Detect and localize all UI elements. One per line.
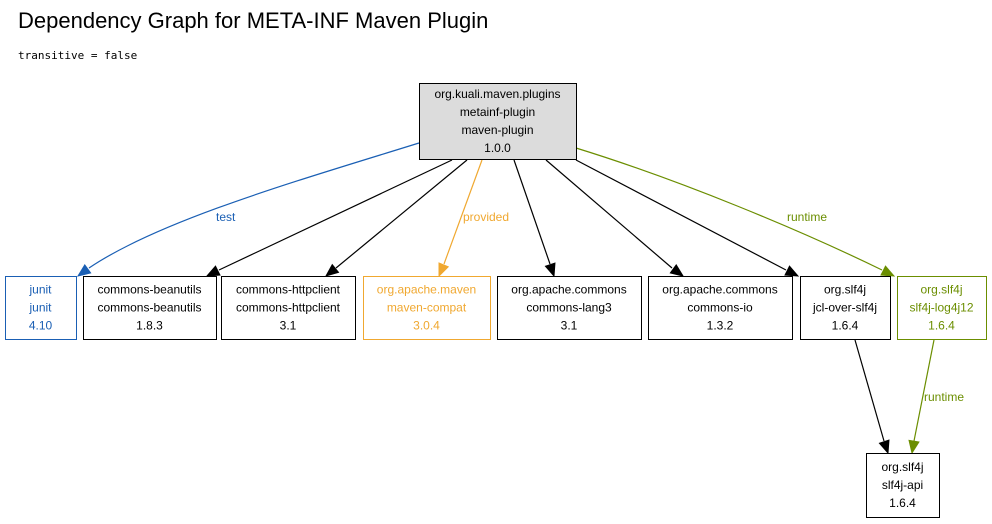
node-httpclient: commons-httpclient commons-httpclient 3.1 <box>221 276 356 340</box>
edge-label: runtime <box>924 390 964 404</box>
node-jcl: org.slf4j jcl-over-slf4j 1.6.4 <box>800 276 891 340</box>
edge-line <box>575 147 883 271</box>
edge-label: provided <box>463 210 509 224</box>
node-label-line: maven-compat <box>387 301 467 315</box>
node-label-line: 1.6.4 <box>832 319 859 333</box>
edge-label: runtime <box>787 210 827 224</box>
edge-root-to-commons-io <box>545 159 685 277</box>
edge-root-to-jcl <box>575 159 800 277</box>
diagram-title: Dependency Graph for META-INF Maven Plug… <box>18 8 489 33</box>
node-box <box>363 276 491 340</box>
node-label-line: org.apache.commons <box>662 283 777 297</box>
edge-jcl-to-slf4j-api <box>854 339 890 455</box>
node-label-line: 3.0.4 <box>413 319 440 333</box>
arrowhead <box>878 439 890 455</box>
edge-root-to-junit: test <box>76 142 420 277</box>
arrowhead <box>544 262 556 278</box>
edge-root-to-log4j12: runtime <box>575 147 896 277</box>
node-junit: junit junit 4.10 <box>5 276 77 340</box>
node-label-line: 1.8.3 <box>136 319 163 333</box>
edges-layer: test provided runtime runtime <box>76 142 964 455</box>
node-maven-compat: org.apache.maven maven-compat 3.0.4 <box>363 276 491 340</box>
edge-root-to-maven-compat: provided <box>438 159 509 278</box>
node-label-line: org.slf4j <box>881 460 923 474</box>
node-label-line: org.slf4j <box>824 283 866 297</box>
node-label-line: slf4j-api <box>882 478 923 492</box>
node-box <box>800 276 891 340</box>
arrowhead <box>669 263 685 277</box>
node-label-line: commons-lang3 <box>526 301 612 315</box>
arrowhead <box>205 265 221 277</box>
node-commons-io: org.apache.commons commons-io 1.3.2 <box>648 276 793 340</box>
edge-root-to-beanutils <box>205 159 453 277</box>
node-label-line: jcl-over-slf4j <box>812 301 877 315</box>
node-box <box>419 83 577 160</box>
edge-line <box>513 159 551 265</box>
edge-root-to-httpclient <box>324 159 468 277</box>
nodes-layer: org.kuali.maven.plugins metainf-plugin mav… <box>5 83 987 518</box>
node-label-line: org.kuali.maven.plugins <box>434 87 560 101</box>
node-box <box>221 276 356 340</box>
node-label-line: 3.1 <box>280 319 297 333</box>
node-label-line: 1.6.4 <box>928 319 955 333</box>
node-box <box>5 276 77 340</box>
node-slf4j-api: org.slf4j slf4j-api 1.6.4 <box>866 453 940 518</box>
edge-line <box>545 159 673 269</box>
node-label-line: junit <box>28 301 52 315</box>
node-label-line: commons-beanutils <box>97 283 201 297</box>
arrowhead <box>438 262 450 278</box>
edge-root-to-lang3 <box>513 159 556 278</box>
edge-line <box>854 339 885 442</box>
node-label-line: 3.1 <box>561 319 578 333</box>
node-log4j12: org.slf4j slf4j-log4j12 1.6.4 <box>897 276 987 340</box>
node-box <box>497 276 642 340</box>
arrowhead <box>908 439 920 455</box>
node-label-line: 1.6.4 <box>889 496 916 510</box>
node-label-line: junit <box>28 283 52 297</box>
node-label-line: slf4j-log4j12 <box>909 301 973 315</box>
node-label-line: commons-beanutils <box>97 301 201 315</box>
node-label-line: 4.10 <box>29 319 53 333</box>
node-lang3: org.apache.commons commons-lang3 3.1 <box>497 276 642 340</box>
node-label-line: metainf-plugin <box>460 105 535 119</box>
diagram-subtitle: transitive = false <box>18 49 138 62</box>
node-box <box>897 276 987 340</box>
edge-label: test <box>216 210 236 224</box>
edge-line <box>88 142 420 269</box>
node-label-line: commons-io <box>687 301 753 315</box>
node-beanutils: commons-beanutils commons-beanutils 1.8.3 <box>83 276 217 340</box>
edge-line <box>575 159 787 271</box>
node-label-line: 1.3.2 <box>707 319 734 333</box>
node-box <box>648 276 793 340</box>
node-label-line: maven-plugin <box>461 123 533 137</box>
arrowhead <box>784 265 800 277</box>
edge-log4j12-to-slf4j-api: runtime <box>908 339 964 455</box>
node-label-line: commons-httpclient <box>236 283 341 297</box>
edge-line <box>335 159 468 269</box>
node-label-line: org.apache.maven <box>377 283 476 297</box>
node-label-line: 1.0.0 <box>484 141 511 155</box>
node-box <box>83 276 217 340</box>
edge-line <box>443 159 483 265</box>
arrowhead <box>324 263 340 277</box>
arrowhead <box>880 265 896 277</box>
node-box <box>866 453 940 518</box>
edge-line <box>913 339 935 442</box>
node-root: org.kuali.maven.plugins metainf-plugin mav… <box>419 83 577 160</box>
node-label-line: commons-httpclient <box>236 301 341 315</box>
arrowhead <box>76 263 92 277</box>
node-label-line: org.slf4j <box>920 283 962 297</box>
edge-line <box>218 159 453 271</box>
node-label-line: org.apache.commons <box>511 283 626 297</box>
